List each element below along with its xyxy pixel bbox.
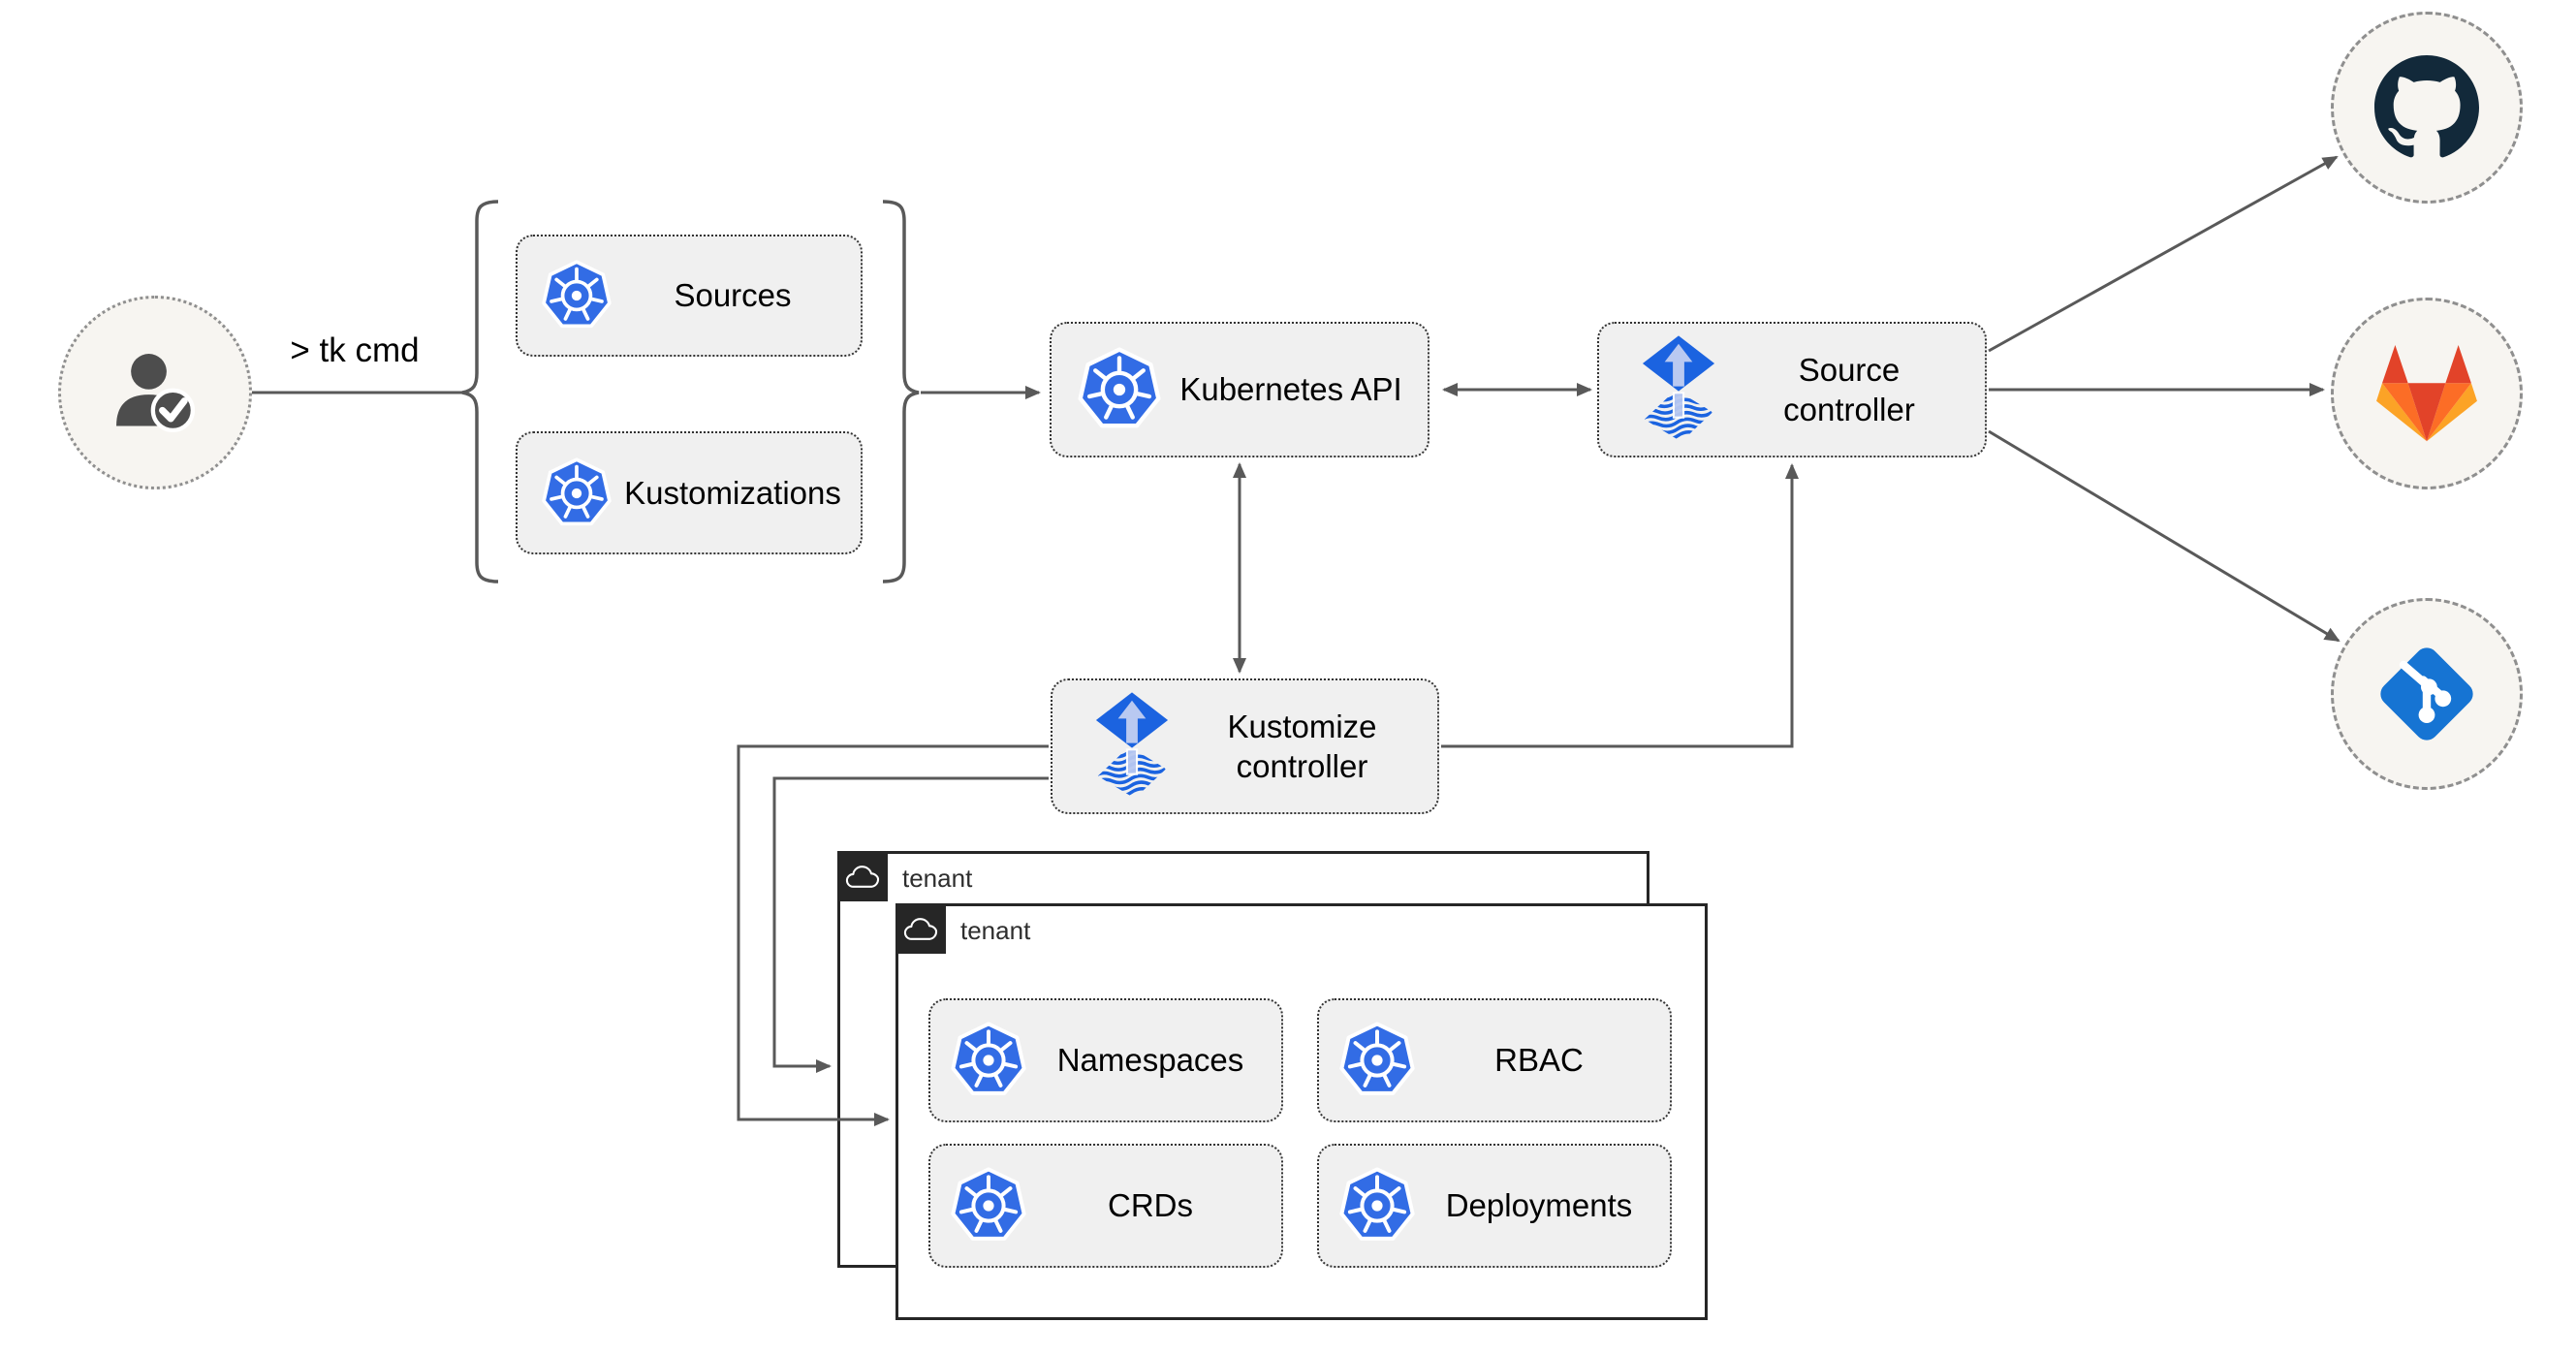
user-node	[58, 296, 252, 489]
git-node	[2331, 598, 2523, 790]
crds-box: CRDs	[928, 1144, 1283, 1268]
kubernetes-icon	[950, 1167, 1027, 1245]
kustomize-controller-label: Kustomize controller	[1227, 708, 1377, 784]
sources-box: Sources	[516, 235, 863, 357]
tenant-label: tenant	[960, 916, 1031, 945]
git-icon	[2369, 636, 2485, 752]
sources-label: Sources	[674, 277, 792, 314]
kustomize-controller-box: Kustomize controller	[1051, 678, 1439, 814]
deployments-box: Deployments	[1317, 1144, 1672, 1268]
kubernetes-icon	[541, 457, 613, 529]
kubernetes-icon	[1338, 1022, 1416, 1099]
edge-source-to-git	[1988, 429, 2340, 643]
left-brace	[461, 200, 499, 583]
tk-cmd-label: > tk cmd	[290, 331, 420, 369]
kubernetes-api-label: Kubernetes API	[1179, 371, 1402, 408]
right-brace	[882, 200, 920, 583]
deployments-label: Deployments	[1445, 1187, 1633, 1224]
kubernetes-icon	[1338, 1167, 1416, 1245]
kubernetes-icon	[541, 260, 613, 331]
tenant-badge	[895, 903, 946, 954]
namespaces-label: Namespaces	[1056, 1042, 1244, 1079]
kubernetes-icon	[1077, 347, 1162, 432]
gitlab-node	[2331, 298, 2523, 489]
rbac-label: RBAC	[1494, 1042, 1584, 1079]
kubernetes-icon	[950, 1022, 1027, 1099]
cloud-icon	[903, 916, 938, 942]
crds-label: CRDs	[1108, 1187, 1193, 1224]
flux-icon	[1089, 689, 1175, 804]
source-controller-box: Source controller	[1597, 322, 1987, 457]
gitlab-icon	[2376, 345, 2477, 443]
tenant-badge	[837, 851, 888, 901]
github-icon	[2374, 55, 2479, 160]
edge-source-to-github	[1988, 155, 2339, 353]
edge-kustomize-to-source	[1441, 463, 1799, 748]
flux-icon	[1636, 332, 1721, 447]
github-node	[2331, 12, 2523, 204]
rbac-box: RBAC	[1317, 998, 1672, 1122]
tenant-label: tenant	[902, 864, 973, 893]
source-controller-label: Source controller	[1783, 351, 1915, 427]
kustomizations-label: Kustomizations	[624, 474, 841, 511]
user-check-icon	[103, 340, 207, 445]
kubernetes-api-box: Kubernetes API	[1050, 322, 1429, 457]
namespaces-box: Namespaces	[928, 998, 1283, 1122]
kustomizations-box: Kustomizations	[516, 431, 863, 554]
cloud-icon	[845, 864, 880, 890]
